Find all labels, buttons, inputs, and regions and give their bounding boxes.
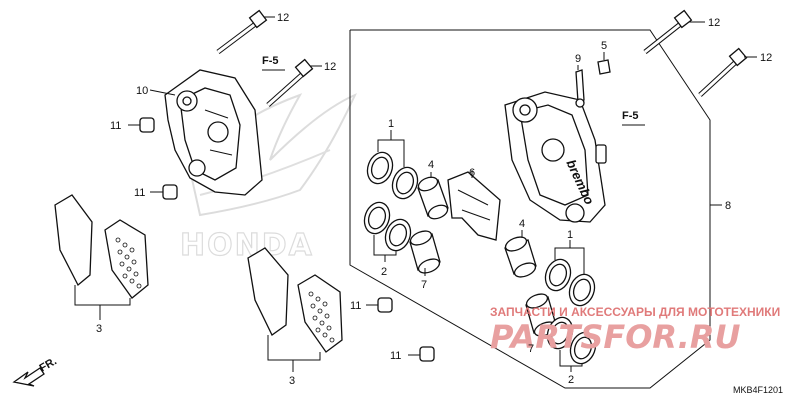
watermark-brand: PARTSFOR.RU [490,318,740,356]
callout-12-a: 12 [277,12,289,24]
bolt-12-right [698,47,757,97]
callout-labels: 12 12 12 12 10 11 11 11 11 3 3 1 1 2 2 4… [38,12,784,395]
callout-12-b: 12 [324,61,336,73]
right-caliper-body: brembo [504,91,607,223]
watermark: ЗАПЧАСТИ И АКСЕССУАРЫ ДЛЯ МОТОТЕХНИКИ PA… [490,305,780,356]
left-caliper-body [164,69,263,196]
callout-11-d: 11 [390,350,401,362]
seal-set-1-right [544,240,596,307]
ref-f5-left: F-5 [262,55,279,67]
callout-11-b: 11 [134,187,145,199]
piston-7-right [525,293,557,342]
bolt-12-mid-left [266,58,322,107]
bleeder-cap-5 [597,52,611,75]
sleeve-11-left-bottom [150,184,178,200]
callout-11-c: 11 [350,300,361,312]
watermark-caption: ЗАПЧАСТИ И АКСЕССУАРЫ ДЛЯ МОТОТЕХНИКИ [490,305,780,319]
callout-9: 9 [575,53,581,65]
callout-7-a: 7 [421,279,427,291]
seal-set-2-right [546,316,597,372]
callout-3-left: 3 [96,323,102,335]
piston-4-right [504,230,537,278]
callout-1-b: 1 [567,229,573,241]
caliper-assembly-frame [349,29,722,389]
callout-11-a: 11 [110,120,121,132]
seal-set-1-upper [366,130,419,200]
callout-2-a: 2 [381,266,387,278]
bleeder-valve-9 [575,65,585,108]
sleeve-11-left-top [128,117,155,133]
bolt-12-top-right [643,9,705,54]
pad-spring-6 [447,170,501,241]
callout-12-d: 12 [760,52,772,64]
sleeve-11-middle-a [366,297,393,313]
callout-4-b: 4 [519,218,525,230]
front-direction-arrow [12,367,45,387]
piston-7-middle [409,230,441,276]
brake-pad-set-3-middle [247,247,343,372]
bolt-12-top-left [216,9,275,54]
front-direction-label: FR. [38,355,59,374]
diagram-code: MKB4F1201 [733,385,783,395]
honda-logo-text: HONDA [180,228,314,263]
callout-5: 5 [601,40,607,52]
callout-6: 6 [469,167,475,179]
piston-4-upper [417,172,449,220]
callout-1-a: 1 [388,118,394,130]
sleeve-11-middle-b [408,346,435,362]
seal-set-2-lower [363,201,412,262]
callout-2-b: 2 [568,374,574,386]
callout-3-middle: 3 [289,375,295,387]
callout-7-b: 7 [528,343,534,355]
callout-8: 8 [725,200,731,212]
brake-pad-set-3-left [54,194,149,320]
callout-10: 10 [136,85,148,97]
ref-f5-right: F-5 [622,110,639,122]
callout-4-a: 4 [428,159,434,171]
callout-12-c: 12 [708,17,720,29]
